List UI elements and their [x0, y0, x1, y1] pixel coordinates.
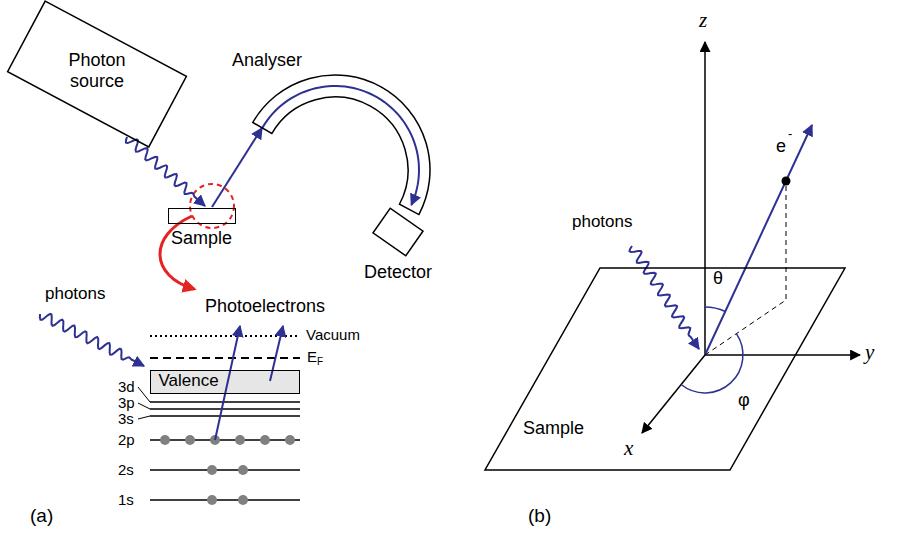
electron-direction — [705, 125, 812, 355]
level-label: 3p — [118, 394, 135, 411]
node-shape — [485, 268, 845, 470]
photon-beam — [126, 137, 205, 206]
vacuum-label: Vacuum — [306, 326, 360, 343]
electron-dot — [782, 177, 791, 186]
x-axis — [642, 355, 705, 433]
node-label: Photon source — [61, 50, 133, 91]
z-axis — [704, 42, 706, 355]
node-label: Valence — [159, 371, 219, 391]
axis-label: y — [865, 340, 874, 364]
photon-wave — [40, 314, 144, 366]
electron-dots — [160, 435, 295, 505]
level-label: 3d — [118, 378, 135, 395]
photon-wave — [629, 246, 699, 349]
panel-label: (b) — [528, 505, 551, 527]
level-leaders — [138, 387, 150, 419]
y-axis — [705, 354, 860, 356]
level-label: 3s — [118, 410, 134, 427]
angle-label: φ — [738, 390, 750, 411]
node-label: Sample — [168, 228, 236, 249]
electron-trajectory — [262, 86, 419, 205]
photoelectron-path — [212, 128, 262, 207]
node-label: Detector — [358, 262, 438, 283]
detector-box: Detector — [372, 205, 424, 259]
valence-band: Valence — [150, 370, 300, 394]
angle-label: θ — [713, 268, 723, 289]
electron-charge: - — [788, 127, 792, 142]
level-label: 2p — [118, 431, 135, 448]
level-label: 2s — [118, 461, 134, 478]
photons-label: photons — [572, 212, 633, 232]
photoelectron-arrow — [215, 326, 240, 440]
detector-outline — [373, 208, 423, 256]
node-shape — [372, 205, 424, 259]
node-shape — [228, 48, 433, 220]
electron-label: e — [776, 136, 786, 157]
axis-label: x — [624, 436, 633, 460]
photoelectron-arrow — [270, 326, 283, 381]
axis-label: z — [699, 8, 707, 32]
panel-label: (a) — [30, 505, 53, 527]
photon-source-box: Photon source — [0, 0, 190, 150]
theta-arc — [705, 307, 725, 312]
sample-box: Sample — [168, 208, 236, 224]
phi-arc — [681, 334, 743, 393]
analyser-hemisphere — [253, 75, 430, 215]
fermi-level — [150, 357, 300, 359]
valence-fill — [150, 370, 300, 393]
level-label: 1s — [118, 491, 134, 508]
zoom-arrow — [160, 216, 194, 289]
photon-waves — [40, 246, 699, 366]
analyser: Analyser — [228, 48, 433, 220]
sample-outline — [485, 268, 845, 470]
node-label: Sample — [523, 418, 584, 439]
source-outline — [8, 1, 187, 147]
projection-line — [786, 186, 787, 300]
fermi-label: E — [307, 348, 317, 365]
core-levels — [150, 402, 300, 500]
photoelectrons-label: Photoelectrons — [205, 296, 325, 317]
vacuum-level — [150, 335, 300, 337]
photons-label: photons — [45, 284, 106, 304]
fermi-subscript: F — [317, 356, 323, 368]
projection-line — [705, 300, 786, 355]
sample-plane: Sample — [485, 268, 845, 470]
node-label: Analyser — [232, 50, 302, 71]
